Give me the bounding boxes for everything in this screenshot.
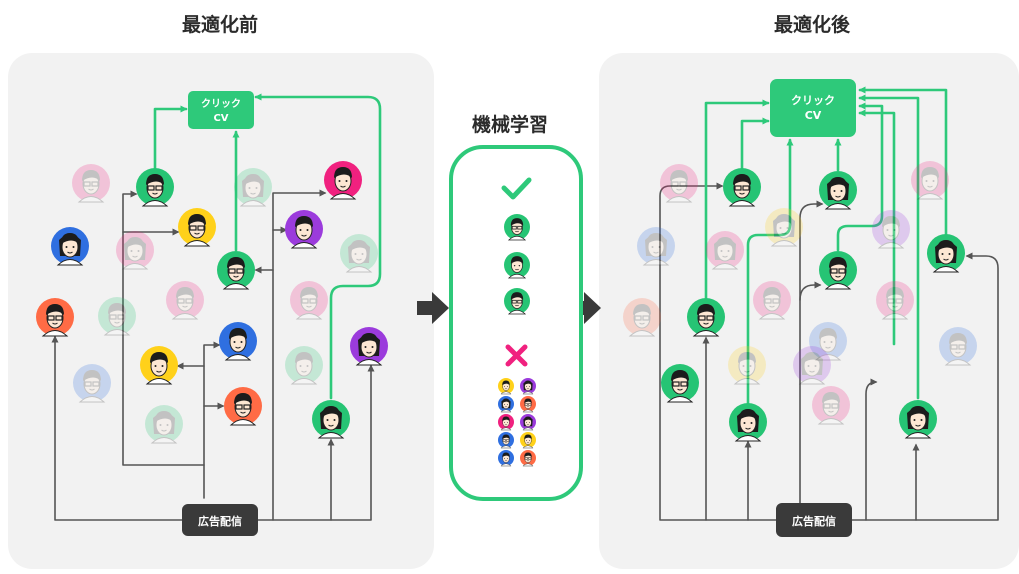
- avatar-glasses-pink: [812, 386, 850, 425]
- before-title: 最適化前: [181, 14, 258, 36]
- after-connector: [851, 252, 999, 521]
- before-connector: [122, 190, 205, 499]
- avatar-glasses-green: [504, 214, 530, 241]
- avatar-glasses-blue: [73, 364, 111, 403]
- after-cv-path: [858, 94, 920, 400]
- before-cv-label-2: CV: [213, 113, 228, 124]
- ml-box: [449, 145, 583, 501]
- avatar-girl-green: [145, 405, 183, 444]
- avatar-girl-blue: [637, 227, 675, 266]
- avatar-glasses-green: [661, 364, 699, 403]
- before-delivery-label: 広告配信: [198, 514, 242, 528]
- before-connector: [272, 189, 327, 521]
- avatar-girl-pink: [706, 231, 744, 270]
- avatar-girl-yellow: [765, 208, 803, 247]
- avatar-glasses-orange: [520, 396, 536, 413]
- avatar-glasses-green: [687, 298, 725, 337]
- avatar-glasses-pink: [876, 281, 914, 320]
- after-cv-path: [704, 99, 770, 302]
- before-connector: [203, 341, 221, 466]
- avatar-girl-green: [819, 171, 857, 210]
- before-cv-path: [153, 105, 188, 170]
- avatar-boy-green: [285, 346, 323, 385]
- check-icon: [501, 177, 532, 200]
- avatar-boy-yellow: [728, 346, 766, 385]
- avatar-glasses-pink: [753, 281, 791, 320]
- avatar-glasses-green: [98, 297, 136, 336]
- after-connector: [865, 378, 878, 521]
- avatar-glasses-yellow: [178, 208, 216, 247]
- before-delivery-box: [182, 504, 258, 536]
- before-cv-box: [188, 91, 254, 129]
- avatar-boy-pink: [324, 161, 362, 200]
- avatar-glasses-orange: [520, 450, 536, 467]
- after-cv-path: [746, 138, 794, 405]
- arrow-to-ml: [417, 292, 449, 324]
- before-cv-path: [254, 93, 382, 400]
- avatar-glasses-blue: [939, 327, 977, 366]
- after-cv-path: [740, 117, 770, 170]
- avatar-girl-green: [927, 234, 965, 273]
- avatar-glasses-pink: [166, 281, 204, 320]
- ml-title: 機械学習: [471, 114, 548, 136]
- avatar-girl-purple: [350, 327, 388, 366]
- after-delivery-label: 広告配信: [792, 514, 836, 528]
- avatar-glasses-orange: [36, 298, 74, 337]
- after-title: 最適化後: [773, 14, 850, 36]
- after-panel: [599, 53, 1019, 569]
- before-cv-label-1: クリック: [201, 98, 241, 110]
- avatar-layer: [36, 161, 977, 467]
- avatar-glasses-green: [819, 251, 857, 290]
- before-connector: [257, 364, 375, 521]
- avatar-boy-pink: [498, 414, 514, 431]
- after-connector: [659, 182, 777, 521]
- avatar-boy-blue: [809, 322, 847, 361]
- avatar-girl-blue: [498, 396, 514, 413]
- avatar-boy-yellow: [520, 432, 536, 449]
- avatar-girl-purple: [793, 346, 831, 385]
- avatar-boy-purple: [872, 210, 910, 249]
- avatar-boy-yellow: [498, 378, 514, 395]
- after-cv-path: [858, 86, 948, 236]
- avatar-glasses-orange: [623, 298, 661, 337]
- avatar-girl-green: [312, 400, 350, 439]
- avatar-boy-purple: [285, 210, 323, 249]
- avatar-glasses-green: [217, 251, 255, 290]
- avatar-girl-green: [340, 234, 378, 273]
- avatar-boy-darkblue: [498, 450, 514, 467]
- avatar-glasses-pink: [72, 164, 110, 203]
- avatar-girl-pink: [116, 231, 154, 270]
- avatar-glasses-pink: [290, 281, 328, 320]
- after-cv-path: [836, 102, 884, 252]
- after-delivery-box: [776, 503, 852, 537]
- after-cv-label-1: クリック: [791, 94, 835, 107]
- avatar-girl-purple: [520, 378, 536, 395]
- cross-icon: [505, 344, 528, 367]
- avatar-glasses-orange: [224, 387, 262, 426]
- after-connector: [799, 281, 822, 301]
- avatar-girl-green: [899, 400, 937, 439]
- after-cv-path: [858, 109, 896, 346]
- avatar-girl-purple: [520, 414, 536, 431]
- avatar-glasses-green: [504, 288, 530, 315]
- avatar-boy-green: [504, 252, 530, 279]
- avatar-girl-blue: [51, 227, 89, 266]
- after-cv-box: [770, 79, 856, 137]
- avatar-glasses-green: [723, 168, 761, 207]
- before-connector: [51, 335, 186, 521]
- avatar-glasses-green: [136, 168, 174, 207]
- avatar-girl-green: [729, 403, 767, 442]
- avatar-boy-yellow: [140, 346, 178, 385]
- arrow-to-after: [568, 292, 601, 324]
- avatar-glasses-blue: [498, 432, 514, 449]
- avatar-girl-green: [234, 168, 272, 207]
- after-cv-label-2: CV: [805, 109, 822, 122]
- avatar-boy-darkblue: [219, 322, 257, 361]
- avatar-boy-pink: [911, 161, 949, 200]
- avatar-glasses-pink: [660, 164, 698, 203]
- after-connector: [799, 200, 824, 521]
